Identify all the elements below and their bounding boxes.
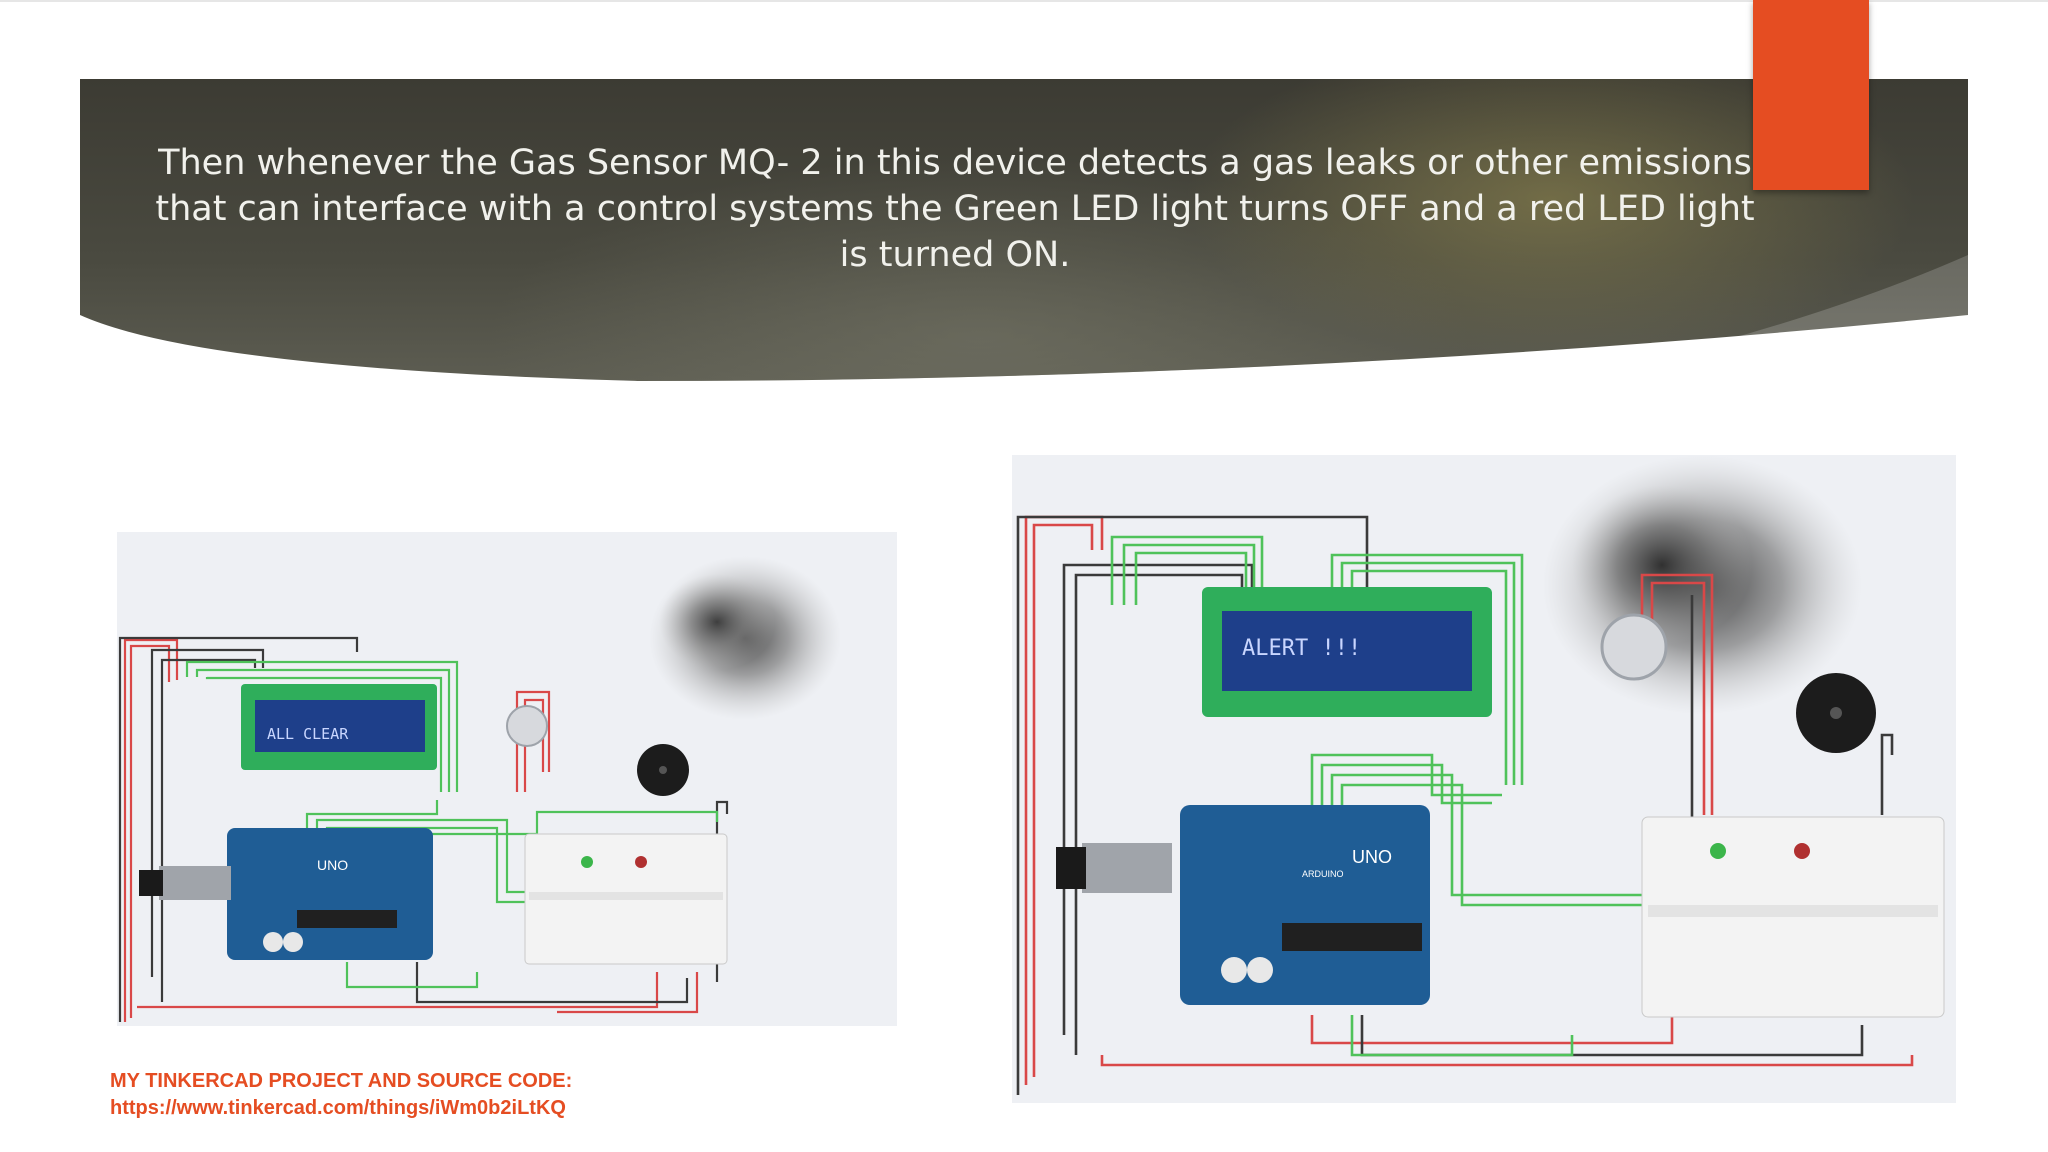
- footer-heading: MY TINKERCAD PROJECT AND SOURCE CODE:: [110, 1070, 573, 1092]
- usb-connector: [1082, 843, 1172, 893]
- board-logo: UNO: [317, 857, 348, 873]
- board-logo: UNO: [1352, 847, 1392, 867]
- board-brand: ARDUINO: [1302, 869, 1344, 879]
- accent-tab: [1753, 0, 1869, 190]
- black-wires: [118, 636, 729, 1022]
- red-led: [635, 856, 647, 868]
- arduino-uno-board: UNO: [139, 828, 433, 960]
- gas-smoke-cloud: [1542, 455, 1862, 715]
- lcd-text: ALERT !!!: [1242, 636, 1361, 661]
- circuit-image-alert: ALERT !!! UNO ARDUINO: [1012, 455, 1956, 1103]
- usb-connector: [159, 866, 231, 900]
- project-link[interactable]: https://www.tinkercad.com/things/iWm0b2i…: [110, 1097, 566, 1119]
- circuit-diagram-left: ALL CLEAR UNO: [117, 532, 897, 1026]
- gas-smoke-cloud: [649, 556, 841, 720]
- lcd-text: ALL CLEAR: [267, 725, 349, 743]
- piezo-buzzer: [637, 744, 689, 796]
- red-wires: [1024, 515, 1914, 1085]
- circuit-image-all-clear: ALL CLEAR UNO: [117, 532, 897, 1026]
- green-wires: [1110, 535, 1772, 1057]
- slide-title: Then whenever the Gas Sensor MQ- 2 in th…: [155, 143, 1755, 275]
- circuit-diagram-right: ALERT !!! UNO ARDUINO: [1012, 455, 1956, 1103]
- lcd-display: ALL CLEAR: [241, 684, 437, 770]
- top-divider: [0, 0, 2048, 2]
- piezo-buzzer: [1796, 673, 1876, 753]
- green-led: [581, 856, 593, 868]
- breadboard: [524, 833, 728, 965]
- breadboard: [1641, 816, 1945, 1018]
- green-led: [1710, 843, 1726, 859]
- title-banner: [80, 79, 1968, 381]
- gas-sensor-mq2: [506, 705, 548, 747]
- footer-source-link: MY TINKERCAD PROJECT AND SOURCE CODE: ht…: [110, 1068, 572, 1122]
- black-wires: [1016, 515, 1894, 1095]
- red-led: [1794, 843, 1810, 859]
- arduino-uno-board: UNO ARDUINO: [1056, 805, 1430, 1005]
- lcd-display: ALERT !!!: [1202, 587, 1492, 717]
- gas-sensor-mq2: [1600, 613, 1668, 681]
